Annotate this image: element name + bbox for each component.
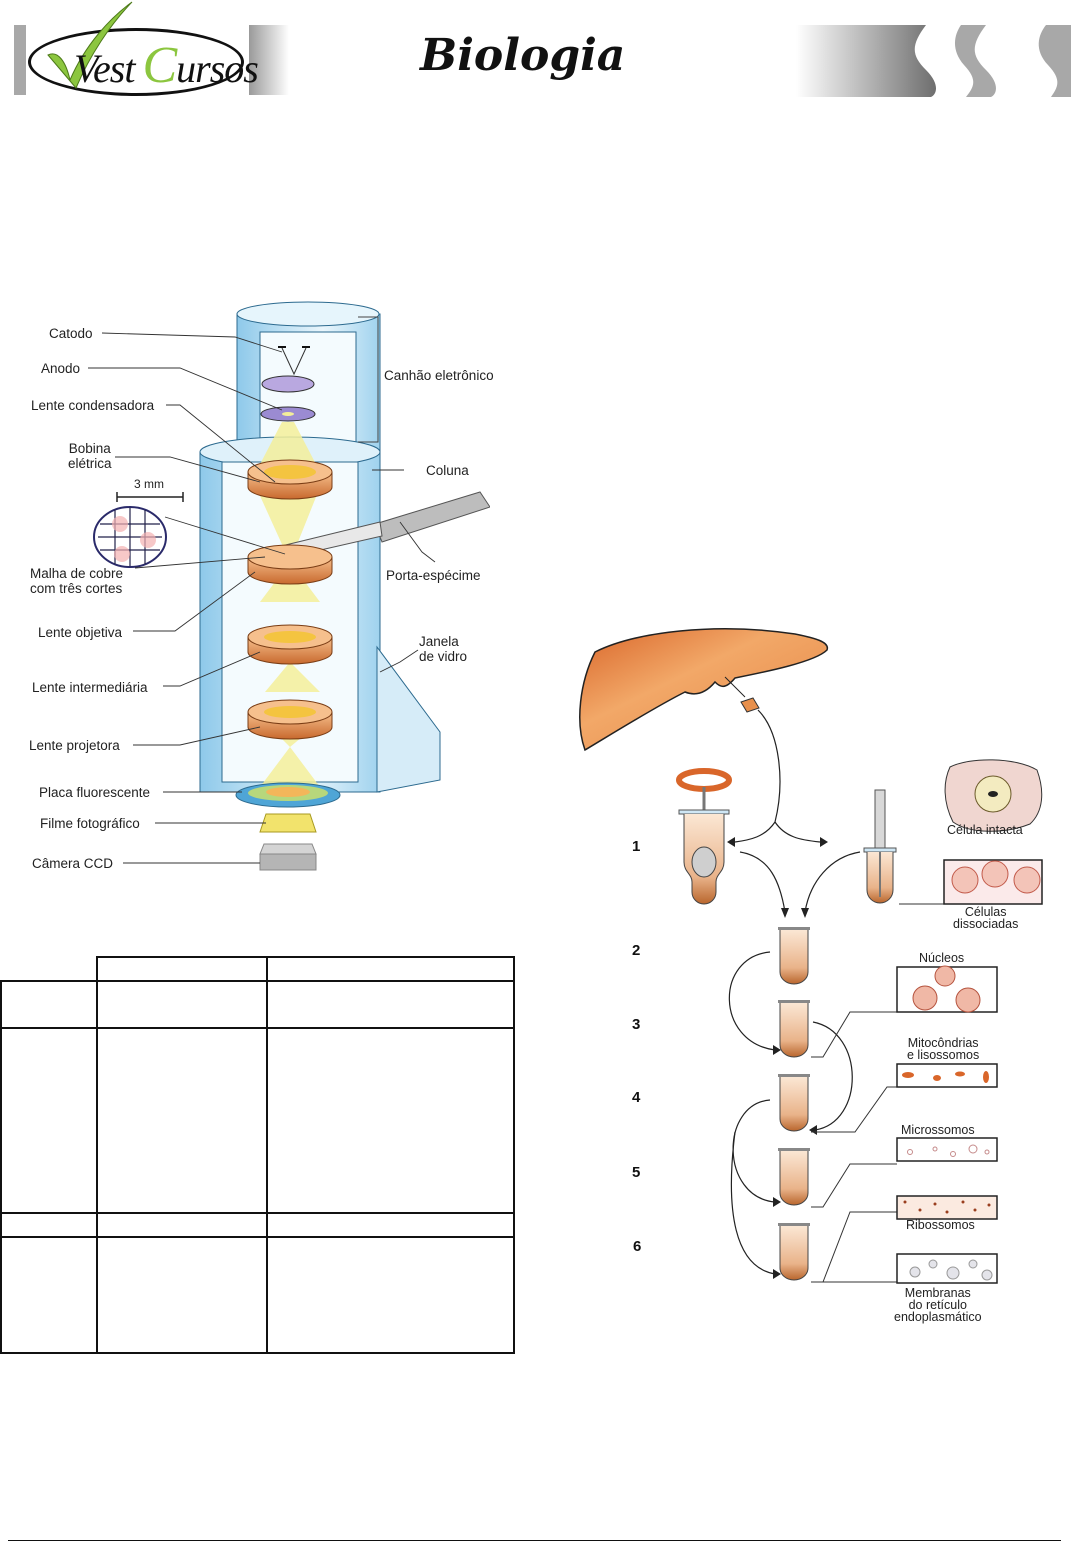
label-anodo: Anodo [41,361,81,376]
label-lente-objetiva: Lente objetiva [38,625,123,640]
label-porta-especime: Porta-espécime [386,568,481,583]
label-celulas-line1: Células [964,905,1007,919]
table-cell [96,1212,268,1238]
table-row [0,1236,515,1354]
logo-checkmark-icon [47,1,133,89]
logo-letter-c: C [142,37,177,94]
label-ribossomos: Ribossomos [906,1218,975,1232]
label-janela-line1: Janela [419,634,459,649]
label-malha-line2: com três cortes [30,581,123,596]
label-memb-line1: Membranas [904,1286,971,1300]
header-decor-gradient [249,25,289,95]
label-microssomos: Microssomos [901,1123,975,1137]
label-lente-projetora: Lente projetora [29,738,120,753]
microssomos-box [896,1137,998,1162]
step-number-3: 3 [632,1016,641,1033]
step-number-1: 1 [632,838,641,855]
comparison-table [0,956,515,1354]
label-placa-fluorescente: Placa fluorescente [39,785,151,800]
logo-text-vest: Vest [74,46,135,91]
step-number-6: 6 [633,1238,642,1255]
table-cell [0,1212,98,1238]
label-celula-intacta: Célula intacta [947,823,1023,837]
table-row [0,980,515,1029]
table-cell [96,1027,268,1214]
table-cell [266,1236,515,1354]
table-row [1,956,515,982]
label-bobina-line1: Bobina [68,441,111,456]
mitocondrias-box [896,1063,998,1088]
table-cell [0,1027,98,1214]
table-cell [96,980,268,1029]
label-camera-ccd: Câmera CCD [32,856,114,871]
label-lente-intermediaria: Lente intermediária [32,680,148,695]
fractionation-illustration [579,628,1043,1284]
label-coluna: Coluna [426,463,469,478]
table-cell [0,1236,98,1354]
table-cell [266,1027,515,1214]
label-lente-condensadora: Lente condensadora [31,398,155,413]
label-mito-line2: e lisossomos [907,1048,980,1062]
step-number-4: 4 [632,1089,641,1106]
header-decor-waves [796,25,1071,97]
table-row [0,1212,515,1238]
step-number-5: 5 [632,1164,641,1181]
table-row [0,1027,515,1214]
ribossomos-box [896,1195,998,1220]
label-celulas-line2: dissociadas [953,917,1019,931]
label-malha-line1: Malha de cobre [30,566,124,581]
centrifuge-tubes [778,927,810,1281]
label-filme-fotografico: Filme fotográfico [40,816,140,831]
label-mito-line1: Mitocôndrias [907,1036,979,1050]
subject-title: Biologia [420,30,626,81]
header-decor-bar-left [14,25,26,95]
table-cell [96,1236,268,1354]
table-cell [266,980,515,1029]
label-scale-3mm: 3 mm [134,477,164,491]
liver-shape [579,628,829,752]
label-memb-line3: endoplasmático [894,1310,982,1324]
label-catodo: Catodo [49,326,93,341]
label-memb-line2: do retículo [908,1298,967,1312]
table-cell [266,956,515,982]
logo-text-ursos: ursos [176,46,259,91]
label-canhao-eletronico: Canhão eletrônico [384,368,494,383]
table-cell [266,1212,515,1238]
label-nucleos: Núcleos [919,951,965,965]
step-number-2: 2 [632,942,641,959]
label-janela-line2: de vidro [419,649,468,664]
table-cell [96,956,268,982]
microscope-illustration [88,301,490,871]
table-cell [0,980,98,1029]
table-cell [1,957,98,982]
footer-divider [8,1540,1061,1541]
label-bobina-line2: elétrica [68,456,112,471]
